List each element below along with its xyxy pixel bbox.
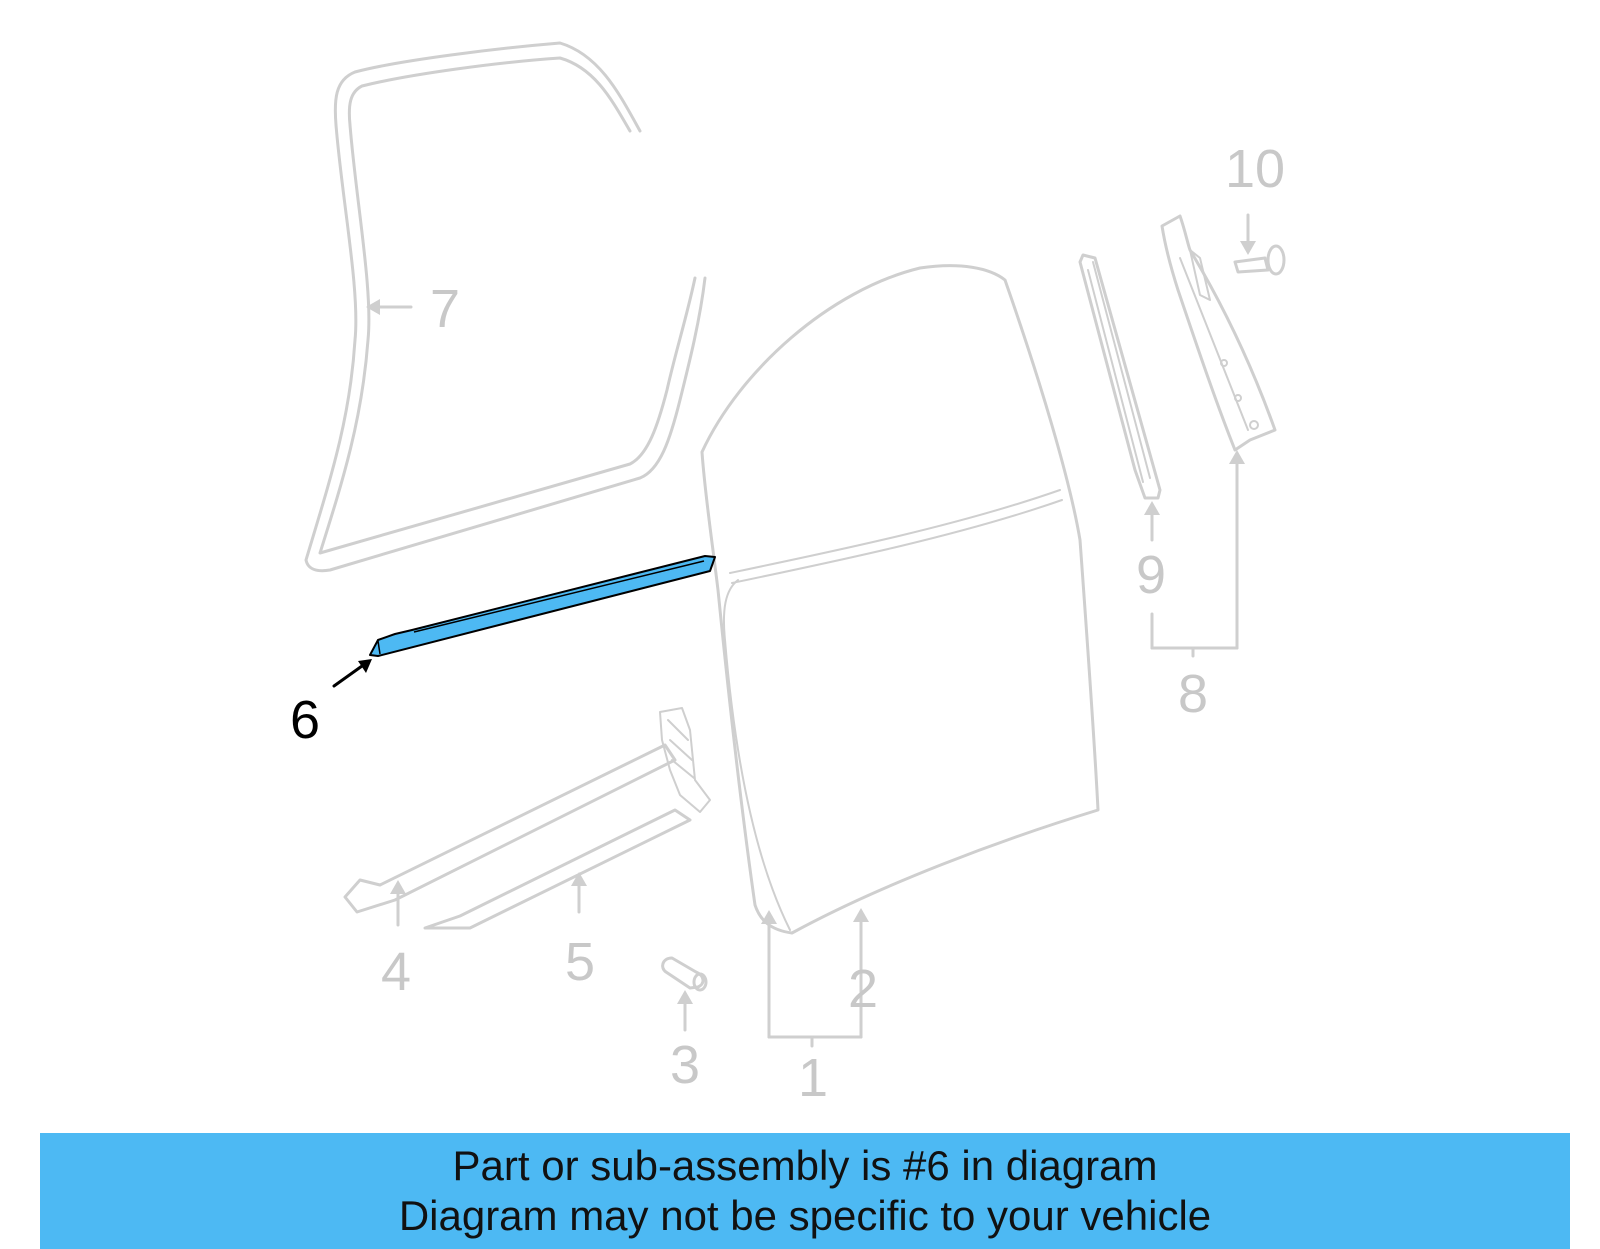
callout-10-leader xyxy=(1240,213,1256,255)
part-10-screw[interactable] xyxy=(1233,244,1286,276)
callout-3: 3 xyxy=(670,1035,700,1095)
part-5-lower-strip[interactable] xyxy=(423,808,692,930)
callout-9: 9 xyxy=(1136,545,1166,605)
callout-5: 5 xyxy=(565,932,595,992)
callout-10: 10 xyxy=(1225,139,1285,199)
callout-9-leader xyxy=(1144,501,1160,542)
part-1-2-door-glass[interactable] xyxy=(700,264,1100,935)
callout-8: 8 xyxy=(1178,664,1208,724)
part-6-belt-moulding[interactable] xyxy=(369,555,716,657)
callout-2: 2 xyxy=(848,959,878,1019)
callout-1: 1 xyxy=(798,1048,828,1108)
part-9-channel[interactable] xyxy=(1078,253,1162,500)
part-4-run-channel[interactable] xyxy=(343,707,711,914)
part-8-pillar-trim[interactable] xyxy=(1160,214,1277,452)
callout-7-leader xyxy=(366,299,413,315)
callout-3-leader xyxy=(677,990,693,1032)
banner-line-1: Part or sub-assembly is #6 in diagram xyxy=(452,1142,1158,1189)
callout-1-2-leaders xyxy=(761,908,869,1048)
callout-4-leader xyxy=(390,880,406,927)
callout-6-leader xyxy=(332,659,372,688)
part-3-clip[interactable] xyxy=(661,956,708,992)
part-7-weatherstrip[interactable] xyxy=(304,41,707,573)
callout-7: 7 xyxy=(430,279,460,339)
banner-line-2: Diagram may not be specific to your vehi… xyxy=(398,1192,1212,1239)
callout-8-leaders xyxy=(1150,450,1245,658)
callout-4: 4 xyxy=(381,942,411,1002)
callout-6: 6 xyxy=(290,690,320,750)
info-banner: Part or sub-assembly is #6 in diagram Di… xyxy=(40,1133,1570,1249)
callout-5-leader xyxy=(571,872,587,914)
